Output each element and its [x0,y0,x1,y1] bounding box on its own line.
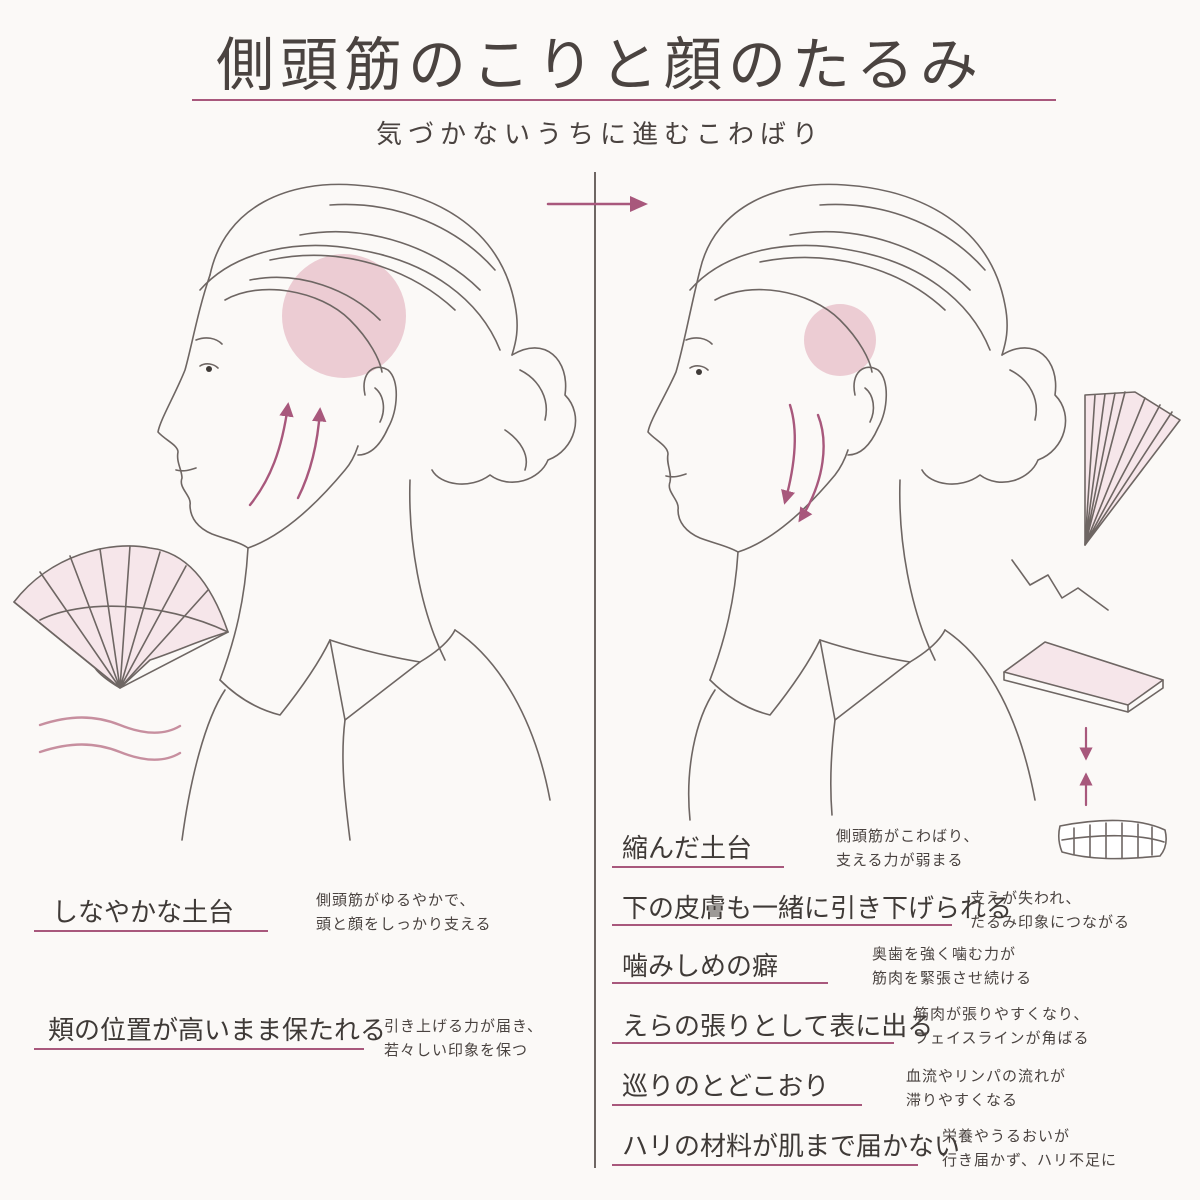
term-underline [612,1104,862,1106]
term-skin-pulled-down: 下の皮膚も一緒に引き下げられる [622,894,1013,924]
note-skin-pulled-down: 支えが失われ、 たるみ印象につながる [970,889,1131,931]
arrow-right-icon [546,196,648,212]
smartphone-icon [1003,641,1164,713]
term-firmness-materials: ハリの材料が肌まで届かない [622,1132,961,1162]
teeth-clenched-icon [1057,819,1167,860]
note-firmness-materials: 栄養やうるおいが 行き届かず、ハリ不足に [942,1127,1117,1169]
term-jaw-flare: えらの張りとして表に出る [622,1012,934,1042]
term-flexible-base: しなやかな土台 [52,898,235,928]
term-underline [612,1164,918,1166]
folding-fan-closed-icon [1084,391,1181,546]
term-underline [612,866,784,868]
term-underline [612,1042,894,1044]
center-divider [594,172,596,1168]
title-underline [192,99,1056,101]
note-flexible-base: 側頭筋がゆるやかで、 頭と顔をしっかり支える [316,891,492,933]
note-circulation-stagnation: 血流やリンパの流れが 滞りやすくなる [906,1067,1067,1109]
folding-fan-open-icon [13,545,229,689]
wavy-lines-icon [38,716,182,761]
zigzag-tension-icon [1011,559,1109,611]
term-underline [612,982,828,984]
page-title: 側頭筋のこりと顔のたるみ [215,31,984,99]
note-jaw-flare: 筋肉が張りやすくなり、 フェイスラインが角ばる [914,1005,1090,1047]
term-underline [34,930,268,932]
term-cheek-position: 頬の位置が高いまま保たれる [48,1016,387,1046]
note-shrunken-base: 側頭筋がこわばり、 支える力が弱まる [836,827,980,869]
note-cheek-position: 引き上げる力が届き、 若々しい印象を保つ [384,1017,543,1059]
term-underline [612,924,952,926]
note-clenching-habit: 奥歯を強く噛む力が 筋肉を緊張させ続ける [872,945,1033,987]
page-subtitle: 気づかないうちに進むこわばり [375,120,824,150]
woman-profile-tense-icon [647,183,1067,821]
term-clenching-habit: 噛みしめの癖 [622,952,779,982]
term-shrunken-base: 縮んだ土台 [622,834,753,864]
woman-profile-relaxed-icon [157,183,577,841]
term-circulation-stagnation: 巡りのとどこおり [622,1072,830,1102]
term-underline [34,1048,364,1050]
